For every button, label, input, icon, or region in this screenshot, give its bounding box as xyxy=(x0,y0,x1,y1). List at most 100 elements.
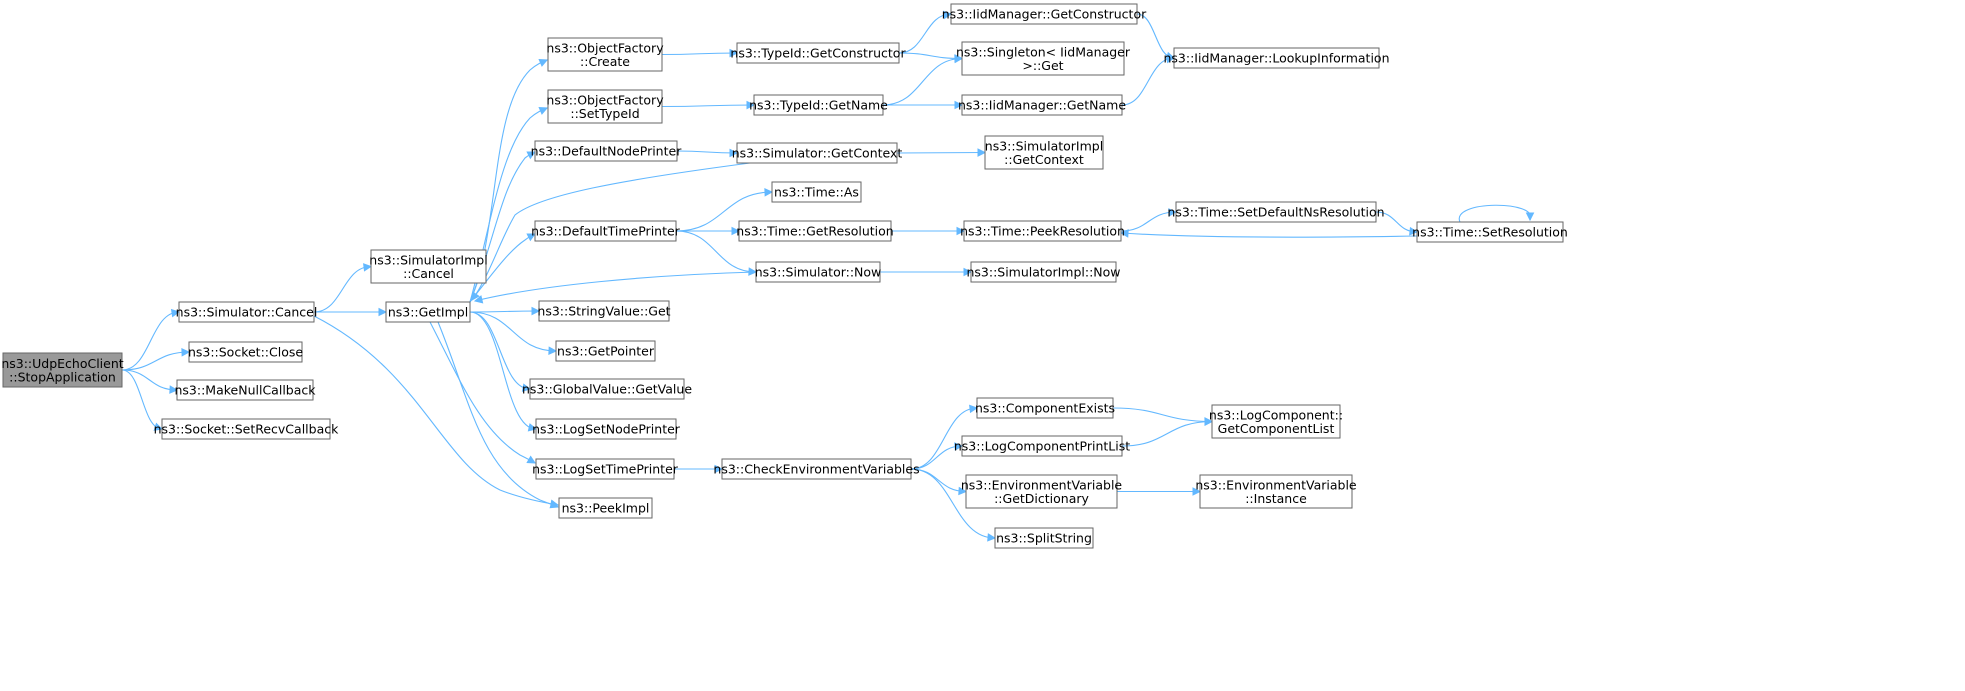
node-box xyxy=(161,418,331,440)
edge-n6-to-n16 xyxy=(429,321,536,464)
node-label: ::Create xyxy=(580,54,630,69)
node-label: ns3::Simulator::Now xyxy=(755,265,882,280)
function-node[interactable]: ns3::IidManager::GetConstructor xyxy=(942,3,1147,25)
edge-arrowhead xyxy=(943,10,953,20)
edge-n17-to-n25 xyxy=(898,52,964,63)
node-box xyxy=(961,41,1125,76)
edge-line xyxy=(469,311,537,430)
function-node[interactable]: ns3::DefaultTimePrinter xyxy=(531,220,681,242)
node-box xyxy=(547,89,663,124)
edge-n0-to-n2 xyxy=(121,347,191,371)
node-box xyxy=(738,220,892,242)
edge-n22-to-n29 xyxy=(880,267,973,277)
edge-arrowhead xyxy=(526,151,536,160)
function-node[interactable]: ns3::StringValue::Get xyxy=(537,300,671,322)
node-box xyxy=(1175,201,1377,223)
node-label: ns3::Time::PeekResolution xyxy=(960,224,1125,239)
node-box xyxy=(753,94,884,116)
edge-arrowhead xyxy=(1119,229,1129,238)
node-box xyxy=(529,378,685,400)
edge-line xyxy=(471,162,751,301)
edge-arrowhead xyxy=(954,442,964,451)
edge-arrowhead xyxy=(170,308,181,318)
function-node[interactable]: ns3::LogComponentPrintList xyxy=(954,435,1130,457)
node-box xyxy=(736,142,898,164)
function-node[interactable]: ns3::Time::SetDefaultNsResolution xyxy=(1167,201,1385,223)
edge-arrowhead xyxy=(954,100,964,110)
edge-arrowhead xyxy=(538,58,549,67)
edge-arrowhead xyxy=(746,100,756,110)
edge-arrowhead xyxy=(527,423,538,432)
function-node[interactable]: ns3::Simulator::Cancel xyxy=(176,301,318,323)
function-node[interactable]: ns3::GlobalValue::GetValue xyxy=(522,378,692,400)
function-node[interactable]: ns3::PeekImpl xyxy=(558,497,653,519)
node-label: ns3::Time::GetResolution xyxy=(736,224,893,239)
function-node[interactable]: ns3::Simulator::GetContext xyxy=(732,142,903,164)
edge-arrowhead xyxy=(714,464,724,474)
edge-n17-to-n24 xyxy=(898,10,953,54)
function-node[interactable]: ns3::ComponentExists xyxy=(975,397,1115,419)
function-node[interactable]: ns3::LogSetNodePrinter xyxy=(532,418,681,440)
edge-arrowhead xyxy=(181,347,191,357)
edge-line xyxy=(898,52,963,60)
node-label: ns3::LogSetTimePrinter xyxy=(532,462,679,477)
function-node[interactable]: ns3::LogComponent::GetComponentList xyxy=(1209,404,1343,439)
node-label: ::GetDictionary xyxy=(994,491,1089,506)
function-node[interactable]: ns3::SimulatorImpl::Cancel xyxy=(369,249,488,284)
edge-n23-to-n31 xyxy=(910,442,964,470)
node-label: ns3::CheckEnvironmentVariables xyxy=(713,462,919,477)
root-function-node[interactable]: ns3::UdpEchoClient::StopApplication xyxy=(1,352,124,388)
node-box xyxy=(2,352,123,388)
function-node[interactable]: ns3::Time::As xyxy=(771,181,862,203)
node-box xyxy=(963,220,1122,242)
function-node[interactable]: ns3::DefaultNodePrinter xyxy=(531,140,683,162)
function-node[interactable]: ns3::GetPointer xyxy=(555,340,656,362)
function-node[interactable]: ns3::Simulator::Now xyxy=(755,261,882,283)
function-node[interactable]: ns3::Time::GetResolution xyxy=(736,220,894,242)
edge-line xyxy=(661,52,738,56)
function-node[interactable]: ns3::Socket::Close xyxy=(188,341,303,363)
node-box xyxy=(970,261,1117,283)
function-node[interactable]: ns3::Socket::SetRecvCallback xyxy=(154,418,339,440)
function-node[interactable]: ns3::LogSetTimePrinter xyxy=(532,458,679,480)
node-box xyxy=(755,261,881,283)
function-node[interactable]: ns3::EnvironmentVariable::GetDictionary xyxy=(961,474,1123,509)
function-node[interactable]: ns3::Time::PeekResolution xyxy=(960,220,1125,242)
node-box xyxy=(1211,404,1341,439)
edge-n23-to-n33 xyxy=(910,468,997,542)
function-node[interactable]: ns3::GetImpl xyxy=(385,301,471,323)
edge-line xyxy=(469,311,531,390)
node-label: ns3::LogComponentPrintList xyxy=(954,439,1130,454)
function-node[interactable]: ns3::EnvironmentVariable::Instance xyxy=(1195,474,1357,509)
node-label: ns3::Time::SetResolution xyxy=(1412,225,1568,240)
node-box xyxy=(965,474,1118,509)
edge-n6-to-n11 xyxy=(469,233,536,303)
function-node[interactable]: ns3::ObjectFactory::SetTypeId xyxy=(546,89,664,124)
node-label: ns3::SimulatorImpl::Now xyxy=(966,265,1120,280)
function-node[interactable]: ns3::Time::SetResolution xyxy=(1412,221,1568,243)
function-node[interactable]: ns3::SimulatorImpl::GetContext xyxy=(984,135,1104,170)
function-node[interactable]: ns3::ObjectFactory::Create xyxy=(546,37,664,72)
node-box xyxy=(771,181,862,203)
node-box xyxy=(736,42,900,64)
node-label: ns3::UdpEchoClient xyxy=(1,356,123,371)
node-label: ns3::Time::SetDefaultNsResolution xyxy=(1167,205,1384,220)
function-node[interactable]: ns3::TypeId::GetName xyxy=(749,94,888,116)
function-node[interactable]: ns3::IidManager::LookupInformation xyxy=(1163,47,1390,69)
node-label: GetComponentList xyxy=(1218,421,1335,436)
edge-arrowhead xyxy=(764,187,774,197)
function-node[interactable]: ns3::Singleton< IidManager >::Get xyxy=(956,41,1131,76)
edge-n18-to-n26 xyxy=(882,100,964,110)
function-node[interactable]: ns3::MakeNullCallback xyxy=(175,379,317,401)
edge-arrowhead xyxy=(471,291,480,301)
function-node[interactable]: ns3::IidManager::GetName xyxy=(958,94,1126,116)
function-node[interactable]: ns3::CheckEnvironmentVariables xyxy=(713,458,920,480)
function-node[interactable]: ns3::SimulatorImpl::Now xyxy=(966,261,1121,283)
node-label: ns3::Socket::SetRecvCallback xyxy=(154,422,339,437)
node-box xyxy=(994,527,1094,549)
node-label: ns3::SplitString xyxy=(996,531,1092,546)
edge-line xyxy=(675,191,773,232)
function-node[interactable]: ns3::TypeId::GetConstructor xyxy=(730,42,906,64)
edge-n21-to-n28 xyxy=(891,226,966,236)
function-node[interactable]: ns3::SplitString xyxy=(994,527,1094,549)
